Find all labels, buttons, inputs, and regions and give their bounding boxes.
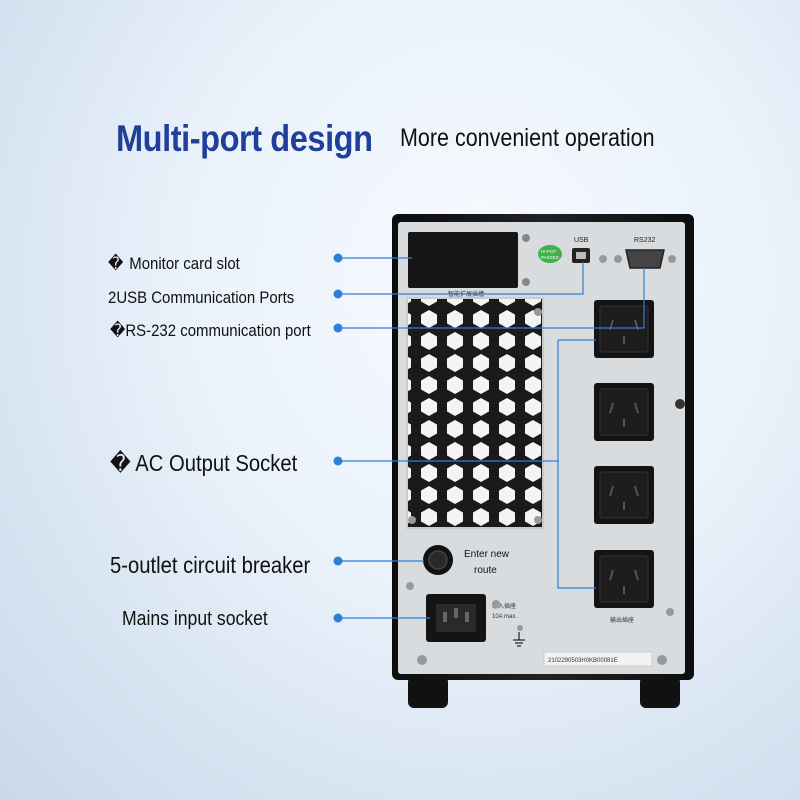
- barcode-text: 2102290503H0KB00081E: [548, 658, 618, 664]
- screw: [657, 655, 667, 665]
- page-subtitle: More convenient operation: [400, 124, 655, 152]
- foot-left: [408, 676, 448, 708]
- screw: [517, 625, 523, 631]
- usb-label: USB: [574, 237, 589, 244]
- rs232-port: [625, 249, 665, 269]
- input-caption-line1: 输入插座: [492, 602, 516, 610]
- breaker-caption-line1: Enter new: [464, 549, 510, 560]
- page-title: Multi-port design: [116, 118, 373, 159]
- hipot-badge: [538, 245, 562, 263]
- screw: [406, 582, 414, 590]
- label-usb-ports: 2USB Communication Ports: [108, 288, 294, 308]
- screw: [417, 655, 427, 665]
- badge-line2: PASSED: [541, 255, 560, 260]
- callout-lines: [338, 257, 645, 619]
- label-rs232-port: �RS-232 communication port: [110, 321, 311, 341]
- callout-dots: [333, 253, 343, 623]
- breaker-caption-line2: route: [474, 565, 497, 576]
- input-caption-line2: 10A max.: [492, 614, 517, 620]
- label-lead: �: [110, 450, 131, 476]
- label-text: Monitor card slot: [125, 254, 240, 273]
- ac-output-sockets: [594, 300, 654, 608]
- usb-port-inner: [576, 252, 586, 259]
- label-lead: 2: [108, 288, 117, 307]
- side-screw: [675, 399, 685, 409]
- label-lead: �: [108, 254, 124, 273]
- badge-line1: HI-POT: [541, 249, 557, 254]
- label-text: 5-outlet circuit breaker: [110, 552, 311, 578]
- breaker-knob: [428, 550, 448, 570]
- label-monitor-card-slot: � Monitor card slot: [108, 254, 240, 274]
- label-mains-input-socket: Mains input socket: [122, 608, 268, 631]
- label-circuit-breaker: 5-outlet circuit breaker: [110, 552, 310, 579]
- screw: [534, 308, 542, 316]
- label-ac-output-socket: � AC Output Socket: [110, 450, 297, 477]
- label-text: USB Communication Ports: [116, 288, 295, 307]
- screw: [666, 608, 674, 616]
- ground-icon: [513, 632, 525, 647]
- rs232-label: RS232: [634, 237, 656, 244]
- screw: [599, 255, 607, 263]
- pin: [465, 612, 469, 622]
- label-lead: �: [110, 321, 126, 340]
- pin: [443, 612, 447, 622]
- monitor-card-slot: [408, 232, 518, 288]
- screw: [522, 234, 530, 242]
- label-text: Mains input socket: [122, 608, 268, 630]
- label-text: RS-232 communication port: [125, 321, 311, 340]
- output-caption: 输出插座: [610, 616, 634, 624]
- vent-frame: [406, 297, 544, 529]
- screw: [408, 516, 416, 524]
- pin: [454, 608, 458, 618]
- screw: [668, 255, 676, 263]
- barcode-label: [543, 651, 653, 667]
- foot-right: [640, 676, 680, 708]
- label-text: AC Output Socket: [130, 450, 298, 476]
- screw: [614, 255, 622, 263]
- screw: [522, 278, 530, 286]
- screw: [534, 516, 542, 524]
- screw: [492, 600, 500, 608]
- vent-grille: [407, 298, 543, 528]
